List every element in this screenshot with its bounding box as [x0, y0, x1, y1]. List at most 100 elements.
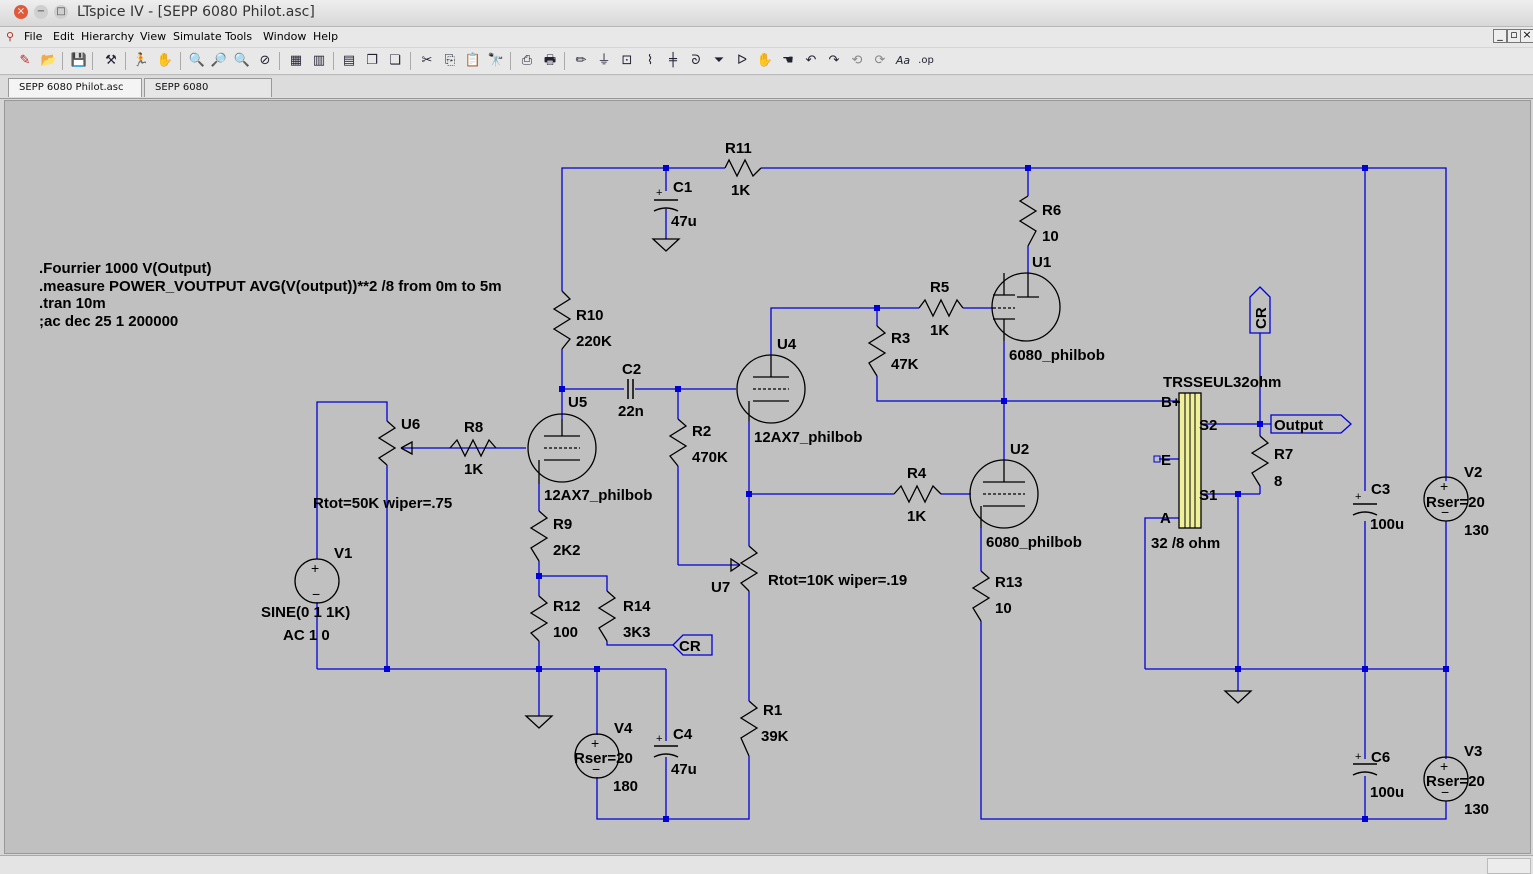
c1-plate-curved: [653, 207, 679, 212]
find-icon[interactable]: 🔭: [487, 53, 505, 68]
grid-icon[interactable]: ▥: [312, 53, 326, 68]
r4-value: 1K: [907, 508, 926, 525]
undo-icon[interactable]: ↶: [805, 53, 817, 68]
cr-net-label: CR: [679, 638, 701, 655]
toolbar-separator: [180, 52, 181, 70]
output-label-icon: [1270, 414, 1352, 434]
copy-icon[interactable]: ⎘: [444, 53, 456, 68]
c1-label: C1: [673, 179, 692, 196]
inductor-icon[interactable]: ᘐ: [691, 53, 701, 68]
ground-icon: [524, 715, 554, 729]
draw-wire-icon[interactable]: ✏: [575, 53, 587, 68]
svg-text:+: +: [1355, 751, 1361, 763]
schematic-canvas[interactable]: +− +− +− +− + + + +: [4, 100, 1531, 854]
u5-label: U5: [568, 394, 587, 411]
redo-icon[interactable]: ↷: [828, 53, 840, 68]
pin-bplus: B+: [1161, 394, 1181, 411]
cascade-icon[interactable]: ❐: [366, 53, 378, 68]
mdi-restore-icon[interactable]: ▫: [1507, 29, 1521, 43]
schematic-drawing: +− +− +− +− + + + +: [39, 140, 1489, 822]
new-schematic-icon[interactable]: ✎: [19, 53, 31, 68]
toolbar-separator: [62, 52, 63, 70]
r13-label: R13: [995, 574, 1023, 591]
run-icon[interactable]: 🏃: [132, 53, 150, 68]
r10-value: 220K: [576, 333, 612, 350]
close-icon[interactable]: ×: [14, 5, 28, 19]
drag-icon[interactable]: ☚: [782, 53, 794, 68]
u5-model: 12AX7_philbob: [544, 487, 652, 504]
capacitor-icon[interactable]: ╪: [669, 53, 677, 68]
u7-params: Rtot=10K wiper=.19: [768, 572, 907, 589]
menu-file[interactable]: File: [24, 30, 43, 43]
menu-edit[interactable]: Edit: [53, 30, 75, 43]
zoom-fit-icon[interactable]: ⊘: [259, 53, 271, 68]
spice-comment[interactable]: ;ac dec 25 1 200000: [39, 313, 178, 330]
pan-icon[interactable]: 🔎: [210, 53, 228, 68]
spice-directive[interactable]: .Fourrier 1000 V(Output): [39, 260, 212, 277]
menu-help[interactable]: Help: [313, 30, 339, 43]
spice-directive-icon[interactable]: .op: [918, 55, 934, 66]
app-menu-icon[interactable]: ⚲: [6, 30, 15, 43]
rotate-icon[interactable]: ⟲: [851, 53, 863, 68]
r8-symbol: [449, 438, 497, 458]
tab-schematic[interactable]: SEPP 6080 Philot.asc: [8, 78, 142, 97]
label-net-icon[interactable]: ⊡: [621, 53, 633, 68]
text-icon[interactable]: Aa: [895, 54, 911, 67]
u7-label: U7: [711, 579, 730, 596]
menu-tools[interactable]: Tools: [225, 30, 253, 43]
u6-symbol: [377, 420, 397, 466]
c6-plate-curved: [1352, 771, 1378, 776]
zoom-in-icon[interactable]: 🔍: [188, 53, 206, 68]
svg-text:−: −: [592, 761, 600, 777]
spice-directive[interactable]: .measure POWER_VOUTPUT AVG(V(output))**2…: [39, 278, 502, 295]
tile-vertical-icon[interactable]: ❏: [389, 53, 401, 68]
mirror-icon[interactable]: ⟳: [874, 53, 886, 68]
mdi-minimize-icon[interactable]: _: [1493, 29, 1507, 43]
diode-icon[interactable]: ⏷: [713, 53, 725, 68]
maximize-icon[interactable]: □: [54, 5, 68, 19]
minimize-icon[interactable]: −: [34, 5, 48, 19]
control-panel-icon[interactable]: ⚒: [105, 53, 117, 68]
cr-label-icon-2: [1249, 286, 1271, 334]
mdi-close-icon[interactable]: ×: [1520, 29, 1533, 43]
spice-directive[interactable]: .tran 10m: [39, 295, 106, 312]
menu-window[interactable]: Window: [263, 30, 307, 43]
cut-icon[interactable]: ✂: [421, 53, 433, 68]
c4-label: C4: [673, 726, 693, 743]
r4-label: R4: [907, 465, 927, 482]
r9-label: R9: [553, 516, 572, 533]
autorange-icon[interactable]: ▦: [289, 53, 303, 68]
svg-text:+: +: [1440, 758, 1448, 774]
u6-params: Rtot=50K wiper=.75: [313, 495, 452, 512]
move-icon[interactable]: ✋: [756, 53, 774, 68]
output-net-label: Output: [1274, 417, 1323, 434]
u1-model: 6080_philbob: [1009, 347, 1105, 364]
tab-waveform[interactable]: SEPP 6080 Philot.raw: [144, 78, 272, 111]
resistor-icon[interactable]: ⌇: [646, 53, 654, 68]
component-icon[interactable]: ᐅ: [737, 53, 747, 68]
r7-value: 8: [1274, 473, 1282, 490]
print-preview-icon[interactable]: ⎙: [521, 53, 533, 68]
cr-label-icon: [672, 634, 713, 656]
menu-hierarchy[interactable]: Hierarchy: [81, 30, 135, 43]
ground-icon[interactable]: ⏚: [597, 53, 611, 68]
open-icon[interactable]: 📂: [40, 53, 58, 68]
r5-value: 1K: [930, 322, 949, 339]
print-icon[interactable]: 🖶: [543, 53, 557, 68]
zoom-out-icon[interactable]: 🔍: [233, 53, 251, 68]
r3-value: 47K: [891, 356, 919, 373]
paste-icon[interactable]: 📋: [464, 53, 482, 68]
r11-label: R11: [725, 140, 752, 157]
r10-symbol: [552, 290, 572, 350]
save-icon[interactable]: 💾: [70, 53, 88, 68]
toolbar-separator: [333, 52, 334, 70]
tile-horizontal-icon[interactable]: ▤: [342, 53, 356, 68]
status-resize-grip[interactable]: [1487, 858, 1531, 874]
toolbar-separator: [410, 52, 411, 70]
toolbar-separator: [510, 52, 511, 70]
menu-view[interactable]: View: [140, 30, 167, 43]
halt-icon[interactable]: ✋: [156, 53, 174, 68]
svg-text:−: −: [312, 586, 320, 602]
r8-value: 1K: [464, 461, 483, 478]
menu-simulate[interactable]: Simulate: [173, 30, 222, 43]
